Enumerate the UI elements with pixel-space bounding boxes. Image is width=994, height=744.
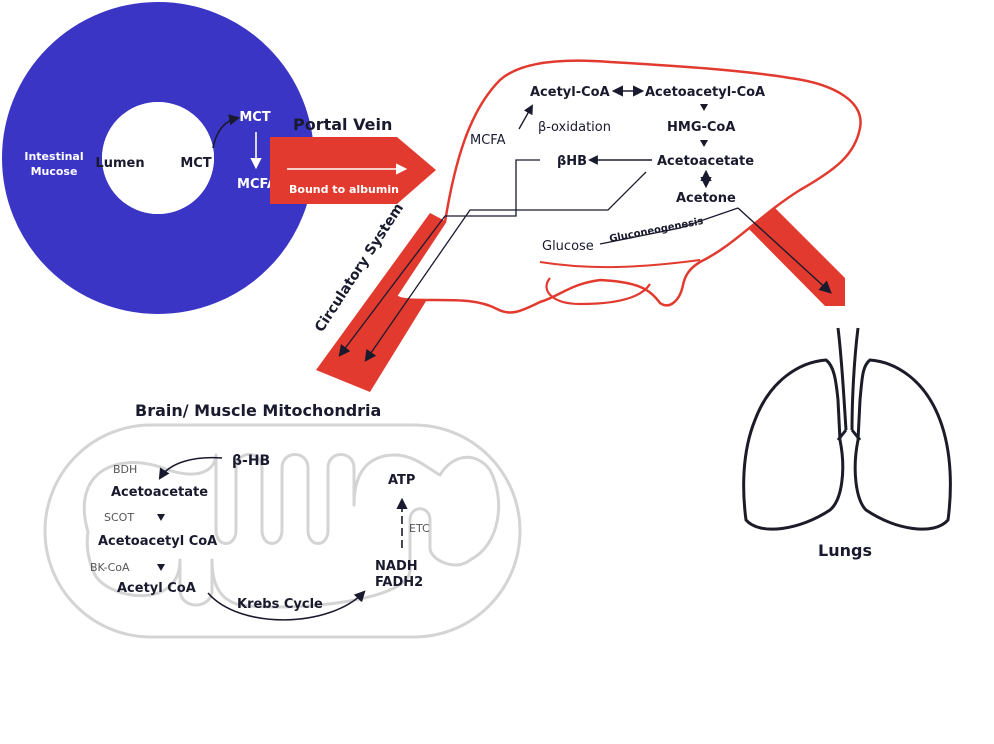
bhb-liver-label: βHB: [557, 154, 587, 169]
acetoacetate-mito-label: Acetoacetate: [111, 485, 208, 500]
acetoacetyl-coa-mito-label: Acetoacetyl CoA: [98, 534, 217, 549]
krebs-cycle-arrow: [207, 590, 366, 621]
liver-vessel-line: [539, 259, 701, 269]
beta-oxidation-label: β-oxidation: [538, 120, 611, 135]
nadh-label: NADH: [375, 559, 418, 574]
lung-vessel-band: [735, 198, 845, 306]
bk-coa-label: BK-CoA: [90, 561, 130, 574]
beta-hb-label: β-HB: [232, 453, 270, 469]
acetoacetate-to-acetoacetyl-arrowhead: [157, 514, 165, 521]
acetyl-coa-mito-label: Acetyl CoA: [117, 581, 196, 596]
mct-transport-arrow: [212, 114, 241, 149]
liver: Acetyl-CoA Acetoacetyl-CoA β-oxidation M…: [338, 59, 862, 362]
intestinal-mucosa-ring: [2, 2, 314, 314]
acetoacetyl-to-hmg-arrowhead: [700, 104, 708, 111]
etc-label: ETC: [409, 522, 430, 535]
glucose-label: Glucose: [542, 239, 594, 254]
bhb-to-circulation-arrow: [338, 159, 540, 357]
lumen-circle: [102, 102, 214, 214]
portal-vein-label: Portal Vein: [293, 115, 392, 134]
acetyl-coa-label: Acetyl-CoA: [530, 85, 610, 100]
bdh-label: BDH: [113, 463, 137, 476]
acetoacetyl-coa-label: Acetoacetyl-CoA: [645, 85, 765, 100]
lumen-label: Lumen: [95, 156, 144, 171]
portal-vein-arrow: [270, 137, 436, 204]
intestine: Intestinal Mucose Lumen MCT MCT MCFA: [2, 2, 314, 314]
portal-vein: Portal Vein Bound to albumin: [270, 115, 436, 204]
acetoacetyl-to-acetyl-arrowhead: [157, 564, 165, 571]
mcfa-liver-label: MCFA: [470, 133, 506, 148]
acetoacetate-to-circulation-arrow: [364, 171, 647, 362]
right-lung: [853, 358, 952, 531]
liver-gallbladder: [545, 277, 651, 306]
mcfa-mucosa-label: MCFA: [237, 177, 277, 192]
scot-label: SCOT: [104, 511, 134, 524]
intestinal-label-2: Mucose: [31, 165, 78, 178]
mct-lumen-label: MCT: [180, 156, 211, 171]
mct-mucosa-label: MCT: [239, 110, 270, 125]
mcfa-to-acetyl-arrow: [518, 104, 533, 130]
acetone-liver-label: Acetone: [676, 191, 736, 206]
liver-outline: [394, 59, 862, 314]
atp-label: ATP: [388, 473, 415, 488]
hmg-coa-label: HMG-CoA: [667, 120, 735, 135]
left-lung: [742, 358, 845, 531]
intestinal-label-1: Intestinal: [24, 150, 83, 163]
bhb-to-acetoacetate-arrow: [158, 456, 223, 480]
trachea-right: [850, 327, 860, 431]
fadh2-label: FADH2: [375, 575, 423, 590]
mitochondria: Brain/ Muscle Mitochondria β-HB BDH Acet…: [43, 401, 522, 639]
acetoacetate-liver-label: Acetoacetate: [657, 154, 754, 169]
mitochondria-inner-membrane: [82, 453, 501, 609]
bronchi: [836, 429, 862, 441]
lungs-label: Lungs: [818, 541, 872, 560]
bound-to-albumin-label: Bound to albumin: [289, 183, 399, 196]
krebs-cycle-label: Krebs Cycle: [237, 597, 323, 612]
lungs: Lungs: [742, 327, 952, 560]
acetone-to-lungs-arrow: [737, 207, 832, 294]
hmg-to-acetoacetate-arrowhead: [700, 140, 708, 147]
trachea-left: [836, 327, 848, 431]
mitochondria-title: Brain/ Muscle Mitochondria: [135, 401, 381, 420]
gluconeogenesis-line: [599, 207, 739, 245]
